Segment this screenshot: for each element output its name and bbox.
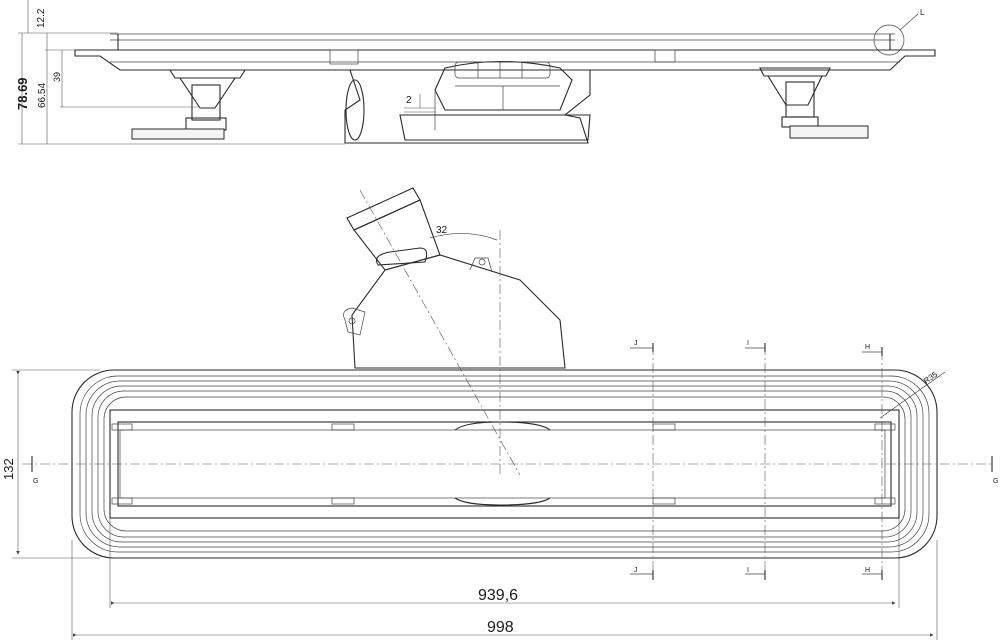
outlet-body [344, 61, 591, 144]
right-foot [759, 67, 869, 139]
section-g-right: G [993, 478, 998, 485]
plan-view: 32 [1, 187, 998, 640]
dim-gap: 2 [406, 95, 412, 106]
side-view: L 78.69 12.2 66.54 39 2 [15, 0, 936, 145]
section-h-bottom: H [865, 567, 870, 574]
section-j-top: J [634, 340, 638, 347]
section-i-bottom: I [747, 567, 749, 574]
dim-height-total: 78.69 [15, 77, 30, 110]
dim-total-length: 998 [487, 619, 514, 636]
dim-height-body: 66.54 [37, 83, 48, 108]
section-markers: J I H J I H G G [31, 340, 998, 580]
dim-inner: 39 [52, 72, 62, 82]
dim-width: 132 [1, 458, 16, 480]
angled-outlet: 32 [343, 187, 566, 476]
section-g-left: G [33, 478, 38, 485]
section-j-bottom: J [634, 567, 638, 574]
detail-label-l: L [920, 8, 925, 17]
dim-angle: 32 [436, 225, 448, 236]
side-dimensions: 78.69 12.2 66.54 39 [15, 0, 345, 145]
section-i-top: I [747, 340, 749, 347]
section-h-top: H [865, 344, 870, 351]
left-foot [131, 69, 246, 140]
dim-inner-length: 939,6 [478, 587, 518, 604]
dim-top: 12.2 [36, 8, 47, 28]
dim-radius: R35 [922, 370, 940, 386]
tray-outline [22, 369, 992, 559]
